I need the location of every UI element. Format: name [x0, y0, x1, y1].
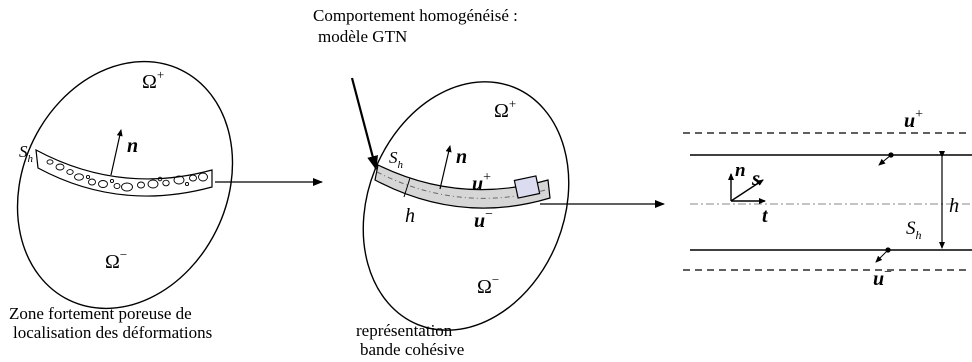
right-u-minus-arrow — [875, 249, 889, 263]
frame-s-label: s — [751, 166, 760, 190]
right-thickness-label: h — [949, 195, 959, 217]
left-omega-minus: Ω− — [105, 247, 127, 273]
middle-u-plus: u+ — [472, 170, 491, 195]
caption-porous-zone-line1: Zone fortement poreuse de — [9, 304, 192, 323]
middle-zoom-box — [513, 175, 541, 199]
middle-normal-label: n — [456, 146, 467, 168]
gtn-pointer-arrow — [350, 77, 379, 170]
left-panel: n Ω+ Ω− Sh — [16, 60, 234, 310]
middle-omega-minus: Ω− — [477, 272, 499, 298]
middle-thickness-marker — [403, 177, 411, 198]
right-u-minus: u− — [873, 265, 892, 290]
left-pores — [46, 159, 208, 192]
left-surface-label: Sh — [19, 142, 34, 165]
right-panel: u+ u− n s t h Sh — [683, 107, 972, 290]
middle-surface-label: Sh — [389, 148, 404, 171]
frame-s-arrow — [730, 179, 764, 202]
left-normal-arrow — [110, 129, 123, 176]
left-porous-band — [35, 148, 213, 197]
frame-t-label: t — [762, 205, 769, 227]
middle-u-minus: u− — [474, 207, 493, 232]
right-u-plus: u+ — [904, 107, 923, 132]
caption-homogenized-behavior-line1: Comportement homogénéisé : — [313, 6, 518, 25]
middle-band-midline — [376, 171, 550, 199]
right-surface-label: Sh — [906, 218, 922, 242]
caption-cohesive-band-line2: bande cohésive — [360, 340, 465, 359]
left-omega-plus: Ω+ — [142, 67, 164, 93]
caption-porous-zone-line2: localisation des déformations — [13, 323, 213, 342]
left-domain-ellipse — [16, 60, 234, 310]
middle-thickness-label: h — [405, 205, 415, 227]
middle-omega-plus: Ω+ — [494, 96, 516, 122]
frame-n-label: n — [735, 160, 746, 181]
caption-homogenized-behavior-line2: modèle GTN — [318, 27, 408, 46]
middle-normal-arrow — [439, 145, 452, 190]
right-u-plus-arrow — [878, 154, 892, 166]
caption-cohesive-band-line1: représentation — [356, 321, 453, 340]
left-normal-label: n — [127, 135, 138, 157]
middle-panel: h n Sh u+ u− Ω+ Ω− — [350, 77, 570, 331]
